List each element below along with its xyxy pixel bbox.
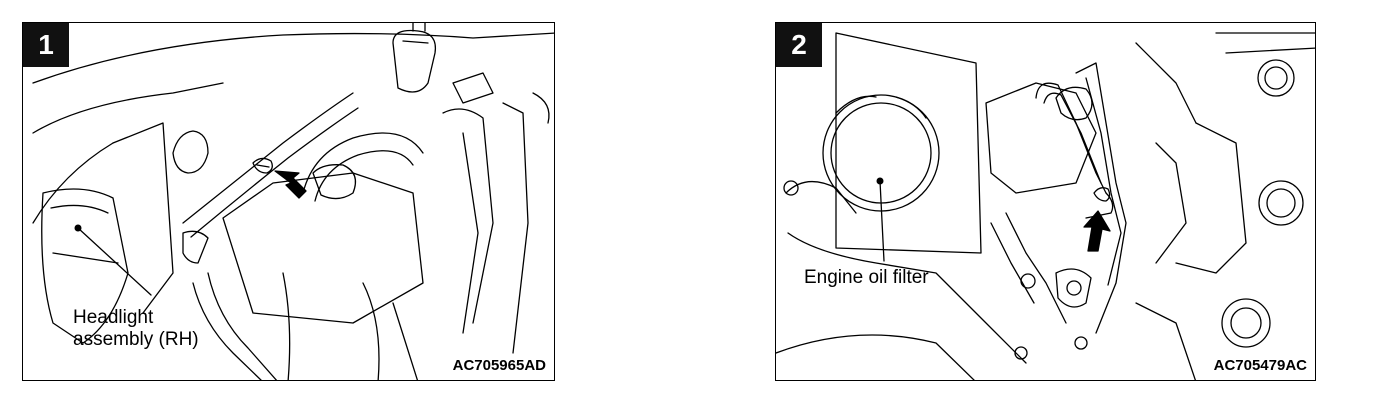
figure-number-badge: 1 — [23, 23, 69, 67]
figure-code: AC705965AD — [452, 357, 546, 374]
figure-code: AC705479AC — [1213, 357, 1307, 374]
headlight-assembly-callout: Headlight assembly (RH) — [73, 307, 199, 350]
oil-filter-illustration — [776, 32, 1315, 380]
engine-oil-filter-callout: Engine oil filter — [804, 267, 929, 288]
figure-number-badge: 2 — [776, 23, 822, 67]
figure-panel-2: 2 — [775, 22, 1316, 381]
arrow-icon — [1083, 210, 1111, 252]
arrow-icon — [274, 170, 307, 199]
figure-panel-1: 1 — [22, 22, 555, 381]
engine-bay-illustration — [32, 23, 554, 380]
